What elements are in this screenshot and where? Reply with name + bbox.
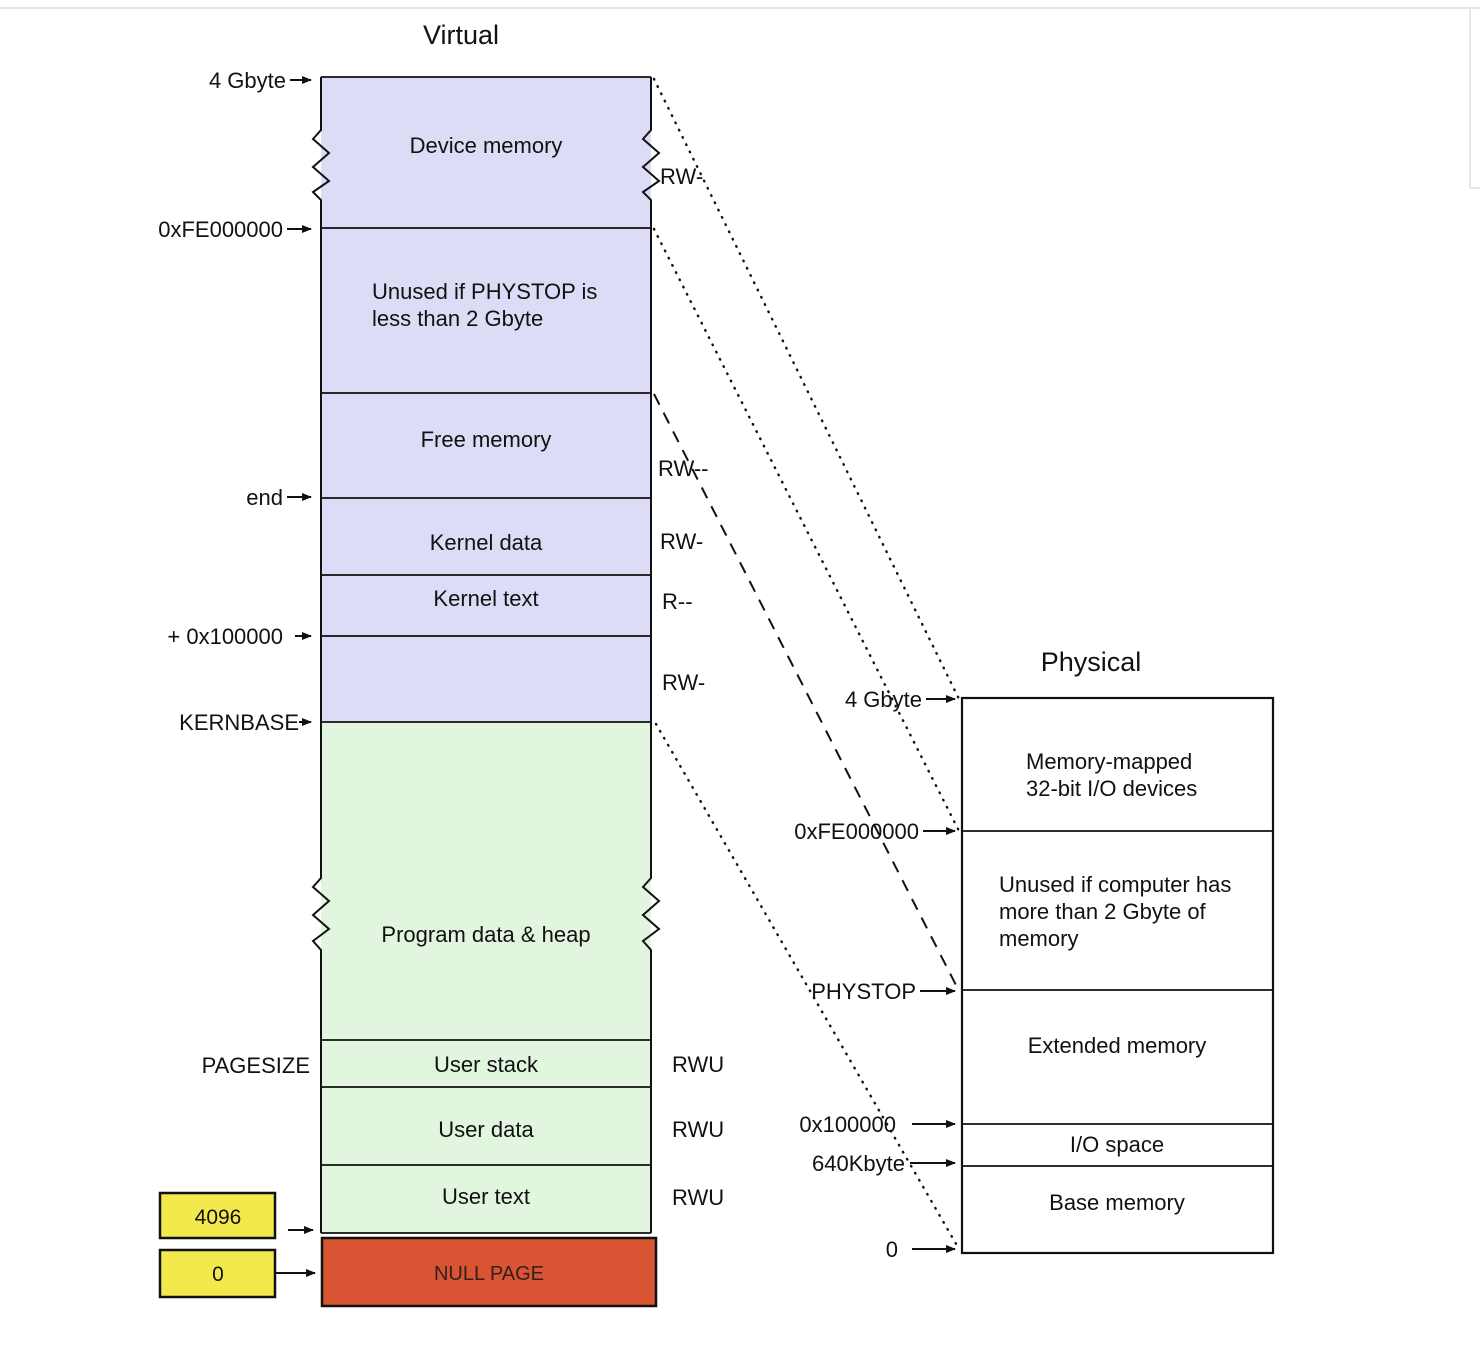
section-unused-phystop-line1: Unused if PHYSTOP is (372, 279, 597, 304)
virtual-title: Virtual (423, 20, 499, 50)
label-phystop: PHYSTOP (811, 979, 916, 1004)
section-phys-unused-line1: Unused if computer has (999, 872, 1231, 897)
section-phys-unused-line3: memory (999, 926, 1078, 951)
callout-4096-value: 4096 (195, 1206, 242, 1229)
label-virtual-0xfe000000: 0xFE000000 (158, 217, 283, 242)
null-page-box (320, 1236, 658, 1308)
user-space-fill (321, 722, 651, 1233)
virtual-section-lines (321, 76, 651, 1234)
virtual-left-border (311, 77, 331, 1233)
section-device-memory: Device memory (410, 133, 563, 158)
connector-4gbyte-dotted (652, 77, 961, 701)
label-640kbyte: 640Kbyte (812, 1151, 905, 1176)
perm-kernel-text: R-- (662, 589, 693, 614)
mapping-connectors (652, 77, 961, 1251)
section-extended-memory: Extended memory (1028, 1033, 1207, 1058)
perm-device-memory: RW- (660, 164, 703, 189)
section-null-page: NULL PAGE (434, 1263, 544, 1285)
callout-0-box (158, 1248, 277, 1299)
connector-0xfe000000-dotted (652, 227, 961, 833)
physical-section-lines (962, 830, 1273, 1167)
callout-0-value: 0 (212, 1263, 224, 1286)
callout-4096-box (158, 1191, 277, 1240)
virtual-address-labels: 4 Gbyte 0xFE000000 end + 0x100000 KERNBA… (158, 68, 312, 1078)
virtual-right-border (641, 77, 661, 1233)
section-mmio-line1: Memory-mapped (1026, 749, 1192, 774)
connector-phystop-dashed (653, 393, 960, 992)
label-virtual-4gbyte: 4 Gbyte (209, 68, 286, 93)
perm-kernel-data: RW- (660, 529, 703, 554)
callout-boxes: 4096 0 (158, 1191, 316, 1299)
section-phys-unused-line2: more than 2 Gbyte of (999, 899, 1207, 924)
section-user-text: User text (442, 1184, 530, 1209)
section-kernel-data: Kernel data (430, 530, 543, 555)
label-phys-0xfe000000: 0xFE000000 (794, 819, 919, 844)
label-phys-4gbyte: 4 Gbyte (845, 687, 922, 712)
physical-box (960, 696, 1275, 1255)
section-unused-phystop-line2: less than 2 Gbyte (372, 306, 543, 331)
section-user-stack: User stack (434, 1052, 539, 1077)
perm-user-stack: RWU (672, 1052, 724, 1077)
perm-user-text: RWU (672, 1185, 724, 1210)
perm-user-data: RWU (672, 1117, 724, 1142)
page-frame (0, 7, 1480, 189)
physical-address-labels: 4 Gbyte 0xFE000000 PHYSTOP 0x100000 640K… (794, 687, 956, 1262)
section-kernel-text: Kernel text (433, 586, 538, 611)
label-phys-0: 0 (886, 1237, 898, 1262)
perm-free-memory: RW-- (658, 456, 709, 481)
perm-below-kernel-text: RW- (662, 670, 705, 695)
section-mmio-line2: 32-bit I/O devices (1026, 776, 1197, 801)
section-io-space: I/O space (1070, 1132, 1164, 1157)
kernel-space-fill (321, 77, 651, 722)
label-pagesize: PAGESIZE (202, 1053, 310, 1078)
physical-title: Physical (1041, 647, 1142, 677)
section-base-memory: Base memory (1049, 1190, 1185, 1215)
section-user-data: User data (438, 1117, 534, 1142)
label-kernbase: KERNBASE (179, 710, 299, 735)
section-program-data-heap: Program data & heap (381, 922, 590, 947)
label-plus-0x100000: + 0x100000 (167, 624, 283, 649)
label-end: end (246, 485, 283, 510)
section-free-memory: Free memory (421, 427, 552, 452)
label-0x100000: 0x100000 (799, 1112, 896, 1137)
